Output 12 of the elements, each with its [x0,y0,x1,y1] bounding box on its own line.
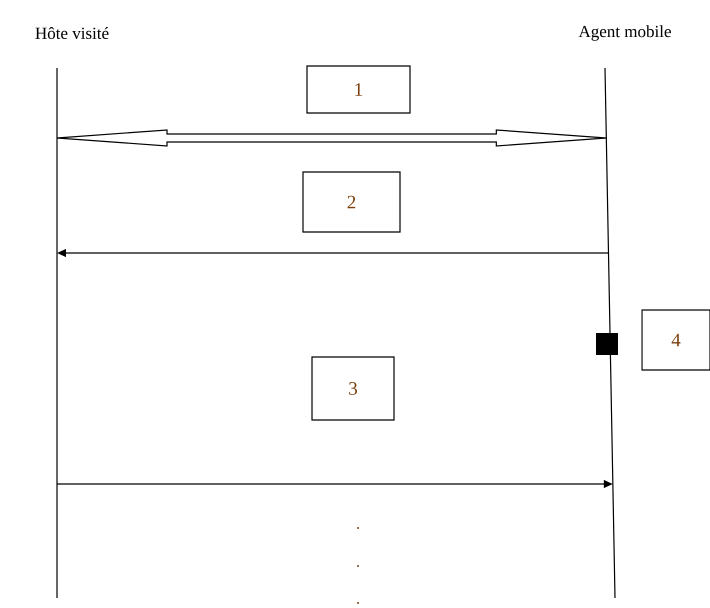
double-arrow [56,129,607,147]
participant-label: Agent mobile [578,25,671,41]
step-box: 4 [641,309,710,371]
lifeline [56,68,58,598]
continuation-dot: . [357,602,360,604]
lifeline [604,68,616,598]
continuation-dot: . [357,526,360,529]
step-box: 3 [311,356,395,421]
step-box: 2 [302,171,401,233]
participant-label: Hôte visité [35,27,108,39]
step-box: 1 [306,65,411,114]
continuation-dot: . [357,564,360,567]
